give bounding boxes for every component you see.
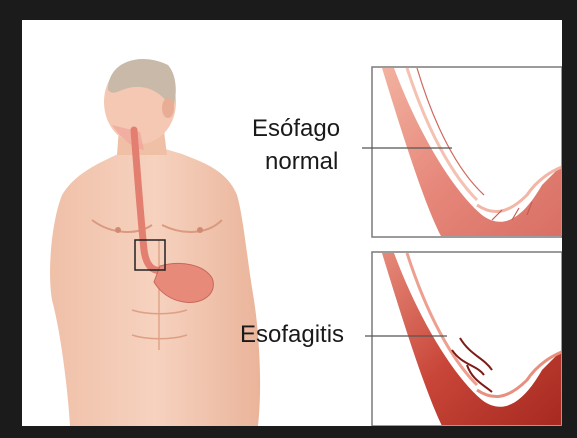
human-torso-illustration: [22, 20, 562, 426]
label-esophagitis: Esofagitis: [240, 320, 344, 350]
esophagitis-panel: [372, 252, 562, 426]
normal-esophagus-panel: [372, 67, 562, 238]
ear-shape: [162, 98, 174, 118]
label-normal-line2: normal: [265, 147, 338, 177]
label-normal-line1: Esófago: [252, 114, 340, 144]
illustration-canvas: Esófago normal Esofagitis: [22, 20, 562, 426]
torso-shape: [50, 148, 260, 426]
